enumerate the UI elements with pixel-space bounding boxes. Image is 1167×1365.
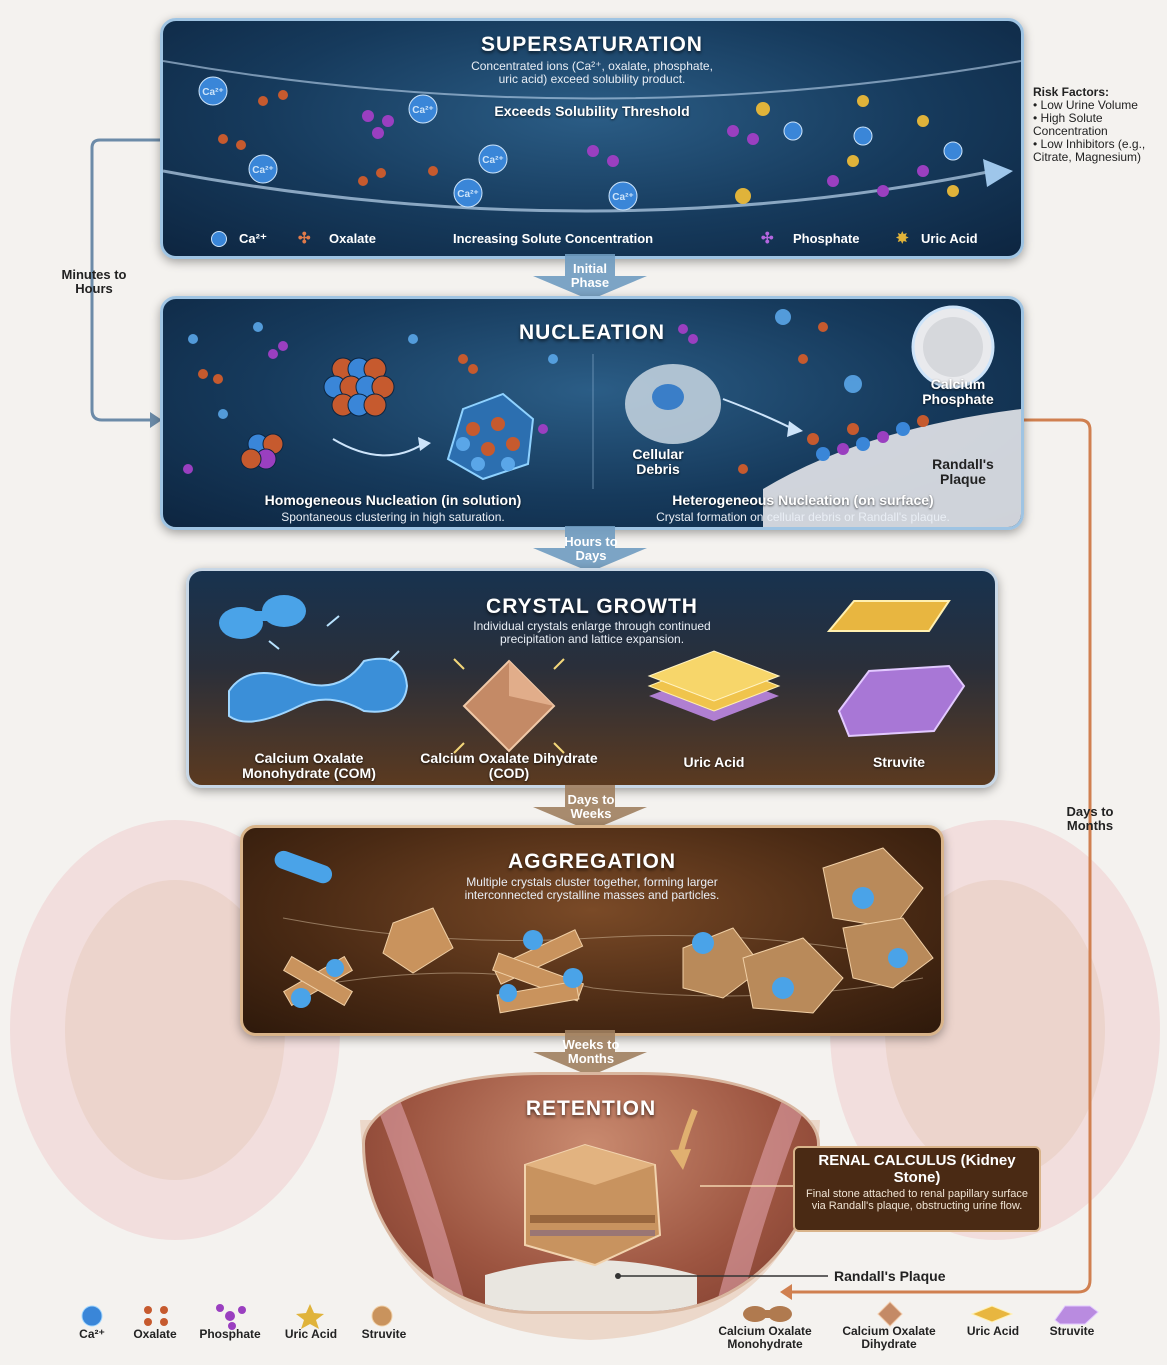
- aggregation-title: AGGREGATION: [243, 850, 941, 874]
- kidney-stone-callout: RENAL CALCULUS (Kidney Stone) Final ston…: [793, 1146, 1041, 1232]
- heterogeneous-desc: Crystal formation on cellular debris or …: [593, 510, 1013, 524]
- growth-subtitle-2: precipitation and lattice expansion.: [189, 632, 995, 646]
- oxalate-icon: ✣: [298, 229, 311, 247]
- transition-label: Days to Weeks: [555, 793, 627, 821]
- aggregation-panel: AGGREGATION Multiple crystals cluster to…: [240, 825, 944, 1036]
- cellular-debris-label: Cellular Debris: [613, 447, 703, 477]
- growth-panel: CRYSTAL GROWTH Individual crystals enlar…: [186, 568, 998, 788]
- callout-title: RENAL CALCULUS (Kidney Stone): [805, 1152, 1029, 1186]
- growth-title: CRYSTAL GROWTH: [189, 595, 995, 619]
- legend-phosphate: Phosphate: [190, 1328, 270, 1341]
- ion-label: Ca²⁺: [252, 165, 273, 176]
- bottom-label: Increasing Solute Concentration: [453, 231, 653, 246]
- risk-factors: Risk Factors: • Low Urine Volume • High …: [1033, 86, 1163, 164]
- crystal-label: Calcium Oxalate Dihydrate (COD): [419, 751, 599, 781]
- crystal-label: Uric Acid: [654, 755, 774, 770]
- crystal-label: Struvite: [844, 755, 954, 770]
- ion-label: Ca²⁺: [457, 189, 478, 200]
- uric-acid-icon: ✸: [896, 229, 909, 247]
- ion-label: Ca²⁺: [612, 192, 633, 203]
- homogeneous-desc: Spontaneous clustering in high saturatio…: [193, 510, 593, 524]
- growth-subtitle-1: Individual crystals enlarge through cont…: [189, 619, 995, 633]
- transition-label: Weeks to Months: [550, 1038, 632, 1066]
- legend-cod: Calcium Oxalate Dihydrate: [830, 1325, 948, 1351]
- supersaturation-title: SUPERSATURATION: [163, 33, 1021, 57]
- phosphate-icon: ✣: [761, 229, 774, 247]
- randalls-plaque-label: Randall's Plaque: [918, 457, 1008, 487]
- randalls-plaque-bottom-label: Randall's Plaque: [834, 1268, 945, 1284]
- retention-title: RETENTION: [365, 1097, 817, 1121]
- left-loop-label: Minutes to Hours: [52, 268, 136, 296]
- heterogeneous-title: Heterogeneous Nucleation (on surface): [603, 493, 1003, 508]
- supersaturation-panel: Ca²⁺ Ca²⁺ Ca²⁺ Ca²⁺ Ca²⁺ Ca²⁺ SUPERSATUR…: [160, 18, 1024, 259]
- legend-phosphate: Phosphate: [793, 231, 859, 246]
- supersaturation-legend: Ca²⁺ ✣ Oxalate Increasing Solute Concent…: [203, 229, 983, 249]
- legend-struvite: Struvite: [352, 1328, 416, 1341]
- transition-label: Hours to Days: [555, 535, 627, 563]
- legend-struvite-crystal: Struvite: [1040, 1325, 1104, 1338]
- aggregation-subtitle-2: interconnected crystalline masses and pa…: [243, 888, 941, 902]
- ion-label: Ca²⁺: [202, 87, 223, 98]
- threshold-label: Exceeds Solubility Threshold: [163, 104, 1021, 119]
- right-loop-label: Days to Months: [1050, 805, 1130, 833]
- calcium-icon: [211, 231, 227, 247]
- calcium-phosphate-label: Calcium Phosphate: [898, 377, 1018, 407]
- supersaturation-subtitle-1: Concentrated ions (Ca²⁺, oxalate, phosph…: [163, 59, 1021, 73]
- nucleation-title: NUCLEATION: [163, 321, 1021, 345]
- legend-uric-acid-crystal: Uric Acid: [958, 1325, 1028, 1338]
- legend-calcium: Ca²⁺: [70, 1328, 114, 1341]
- supersaturation-subtitle-2: uric acid) exceed solubility product.: [163, 72, 1021, 86]
- homogeneous-title: Homogeneous Nucleation (in solution): [193, 493, 593, 508]
- legend-uric-acid: Uric Acid: [921, 231, 978, 246]
- crystal-label: Calcium Oxalate Monohydrate (COM): [209, 751, 409, 781]
- legend-oxalate: Oxalate: [329, 231, 376, 246]
- risk-factor-item: • Low Inhibitors (e.g., Citrate, Magnesi…: [1033, 138, 1163, 164]
- callout-desc: Final stone attached to renal papillary …: [805, 1188, 1029, 1212]
- ion-label: Ca²⁺: [482, 155, 503, 166]
- legend-com: Calcium Oxalate Monohydrate: [705, 1325, 825, 1351]
- risk-factor-item: • High Solute Concentration: [1033, 112, 1163, 138]
- aggregation-subtitle-1: Multiple crystals cluster together, form…: [243, 875, 941, 889]
- transition-label: Initial Phase: [560, 262, 620, 290]
- legend-calcium: Ca²⁺: [239, 231, 267, 247]
- nucleation-panel: NUCLEATION Cellular Debris Calcium Phosp…: [160, 296, 1024, 530]
- legend-oxalate: Oxalate: [125, 1328, 185, 1341]
- legend-uric-acid: Uric Acid: [276, 1328, 346, 1341]
- retention-panel: RETENTION: [362, 1072, 820, 1314]
